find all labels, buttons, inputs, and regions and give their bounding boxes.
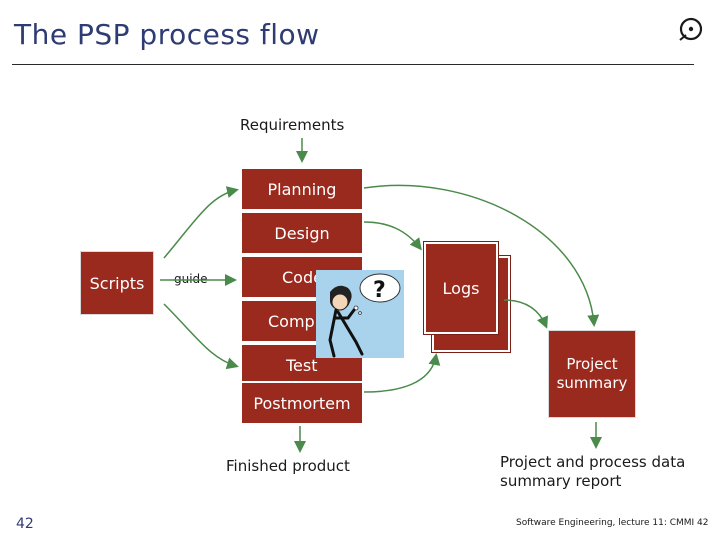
scripts-box: Scripts [80,251,154,315]
logs-to-summary-arrow [503,299,548,329]
project-summary-box: Project summary [548,330,636,418]
page-number: 42 [16,516,34,532]
postmortem-to-logs-arrow [363,353,441,393]
planning-to-summary-arrow [363,184,600,327]
design-to-logs-arrow [363,221,422,251]
logo-icon [679,17,703,41]
slide-title: The PSP process flow [14,18,320,51]
scripts-to-planning-arrow [163,186,239,259]
report-label: Project and process data summary report [500,453,686,490]
logs-box: Logs [424,242,498,334]
title-divider [12,64,694,65]
phase-postmortem: Postmortem [242,381,362,423]
requirements-label: Requirements [240,116,345,134]
guide-label: guide [174,272,208,286]
finished-product-label: Finished product [226,457,350,475]
scripts-to-test-arrow [163,303,239,370]
phase-design: Design [242,211,362,253]
course-footer: Software Engineering, lecture 11: CMMI 4… [516,518,709,528]
svg-text:?: ? [373,278,386,303]
thinking-person-icon: ? [316,270,404,358]
phase-planning: Planning [242,167,362,209]
